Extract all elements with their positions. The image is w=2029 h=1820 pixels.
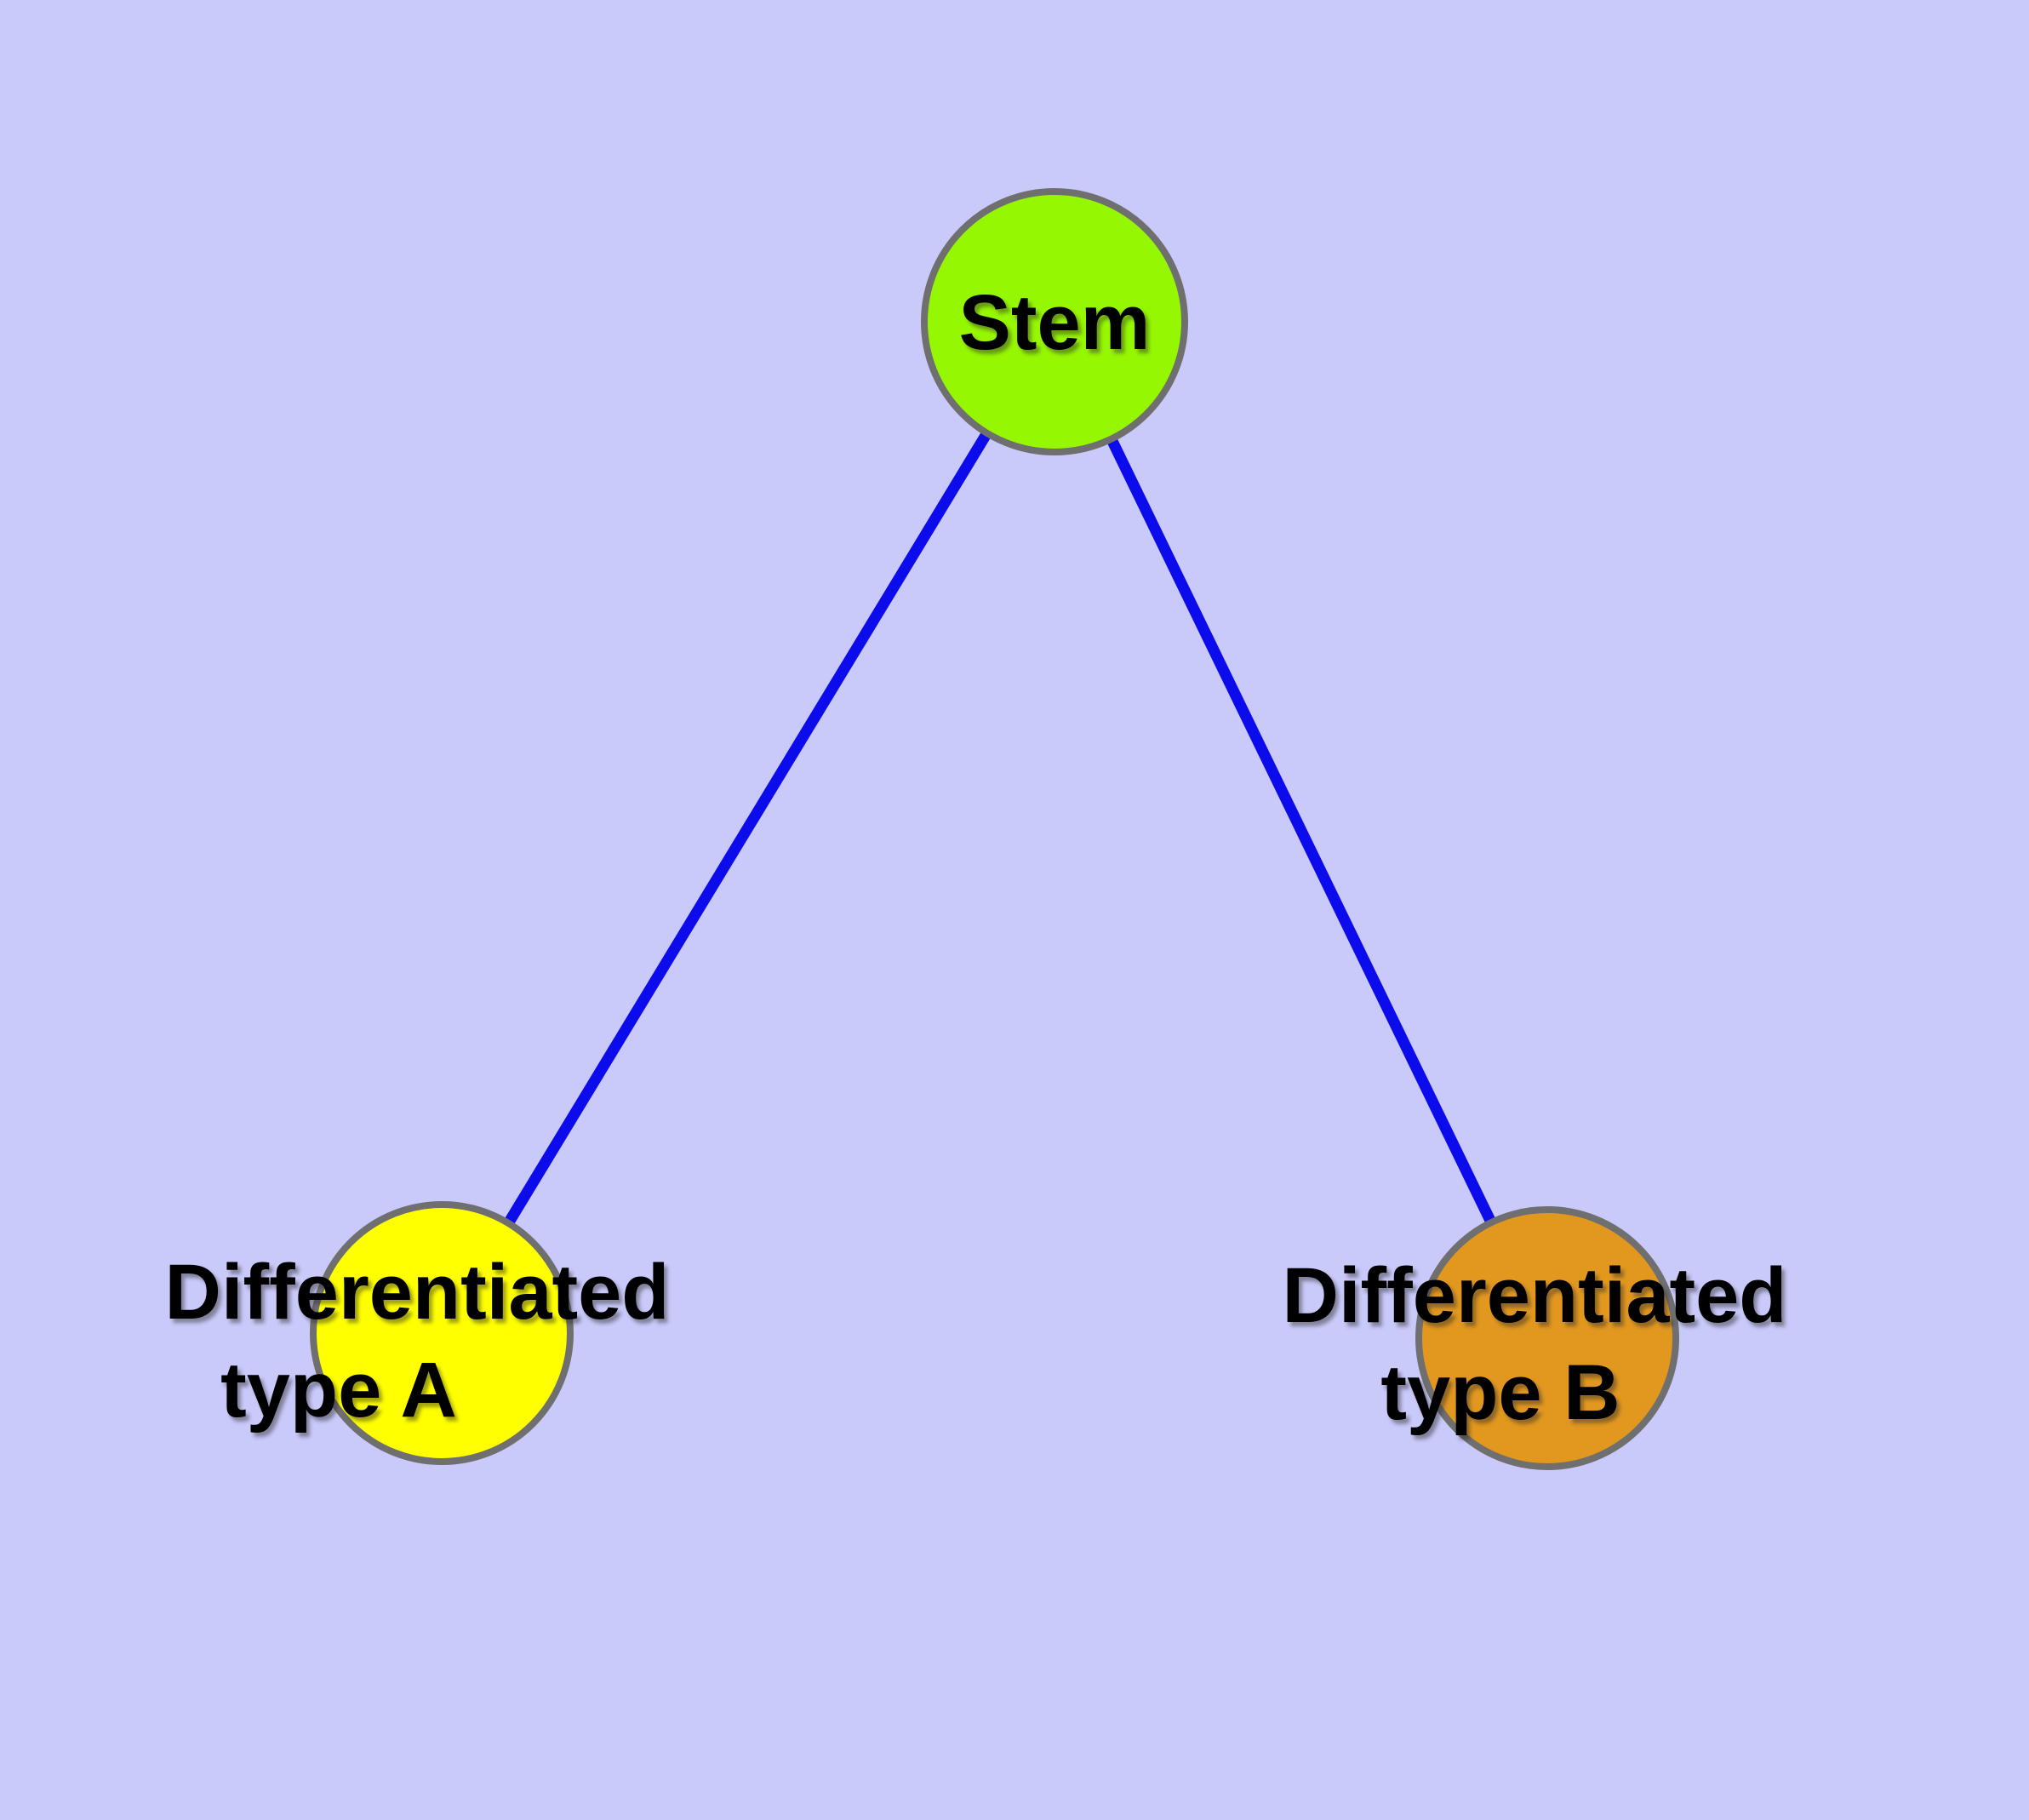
node-type-a-label-line-2: type A <box>220 1347 457 1434</box>
edge-stem-to-type-b <box>1106 436 1496 1225</box>
node-type-a[interactable] <box>310 1201 574 1465</box>
node-type-b-label-line-2: type B <box>1380 1349 1620 1436</box>
node-stem-label-line-1: Stem <box>959 279 1151 366</box>
nodes-layer <box>310 188 1679 1470</box>
edges-layer <box>503 430 1496 1227</box>
node-type-a-label-line-1: Differentiated <box>165 1249 670 1336</box>
node-stem[interactable] <box>921 188 1188 455</box>
node-type-b[interactable] <box>1415 1206 1679 1470</box>
edge-stem-to-type-a <box>503 430 992 1227</box>
node-type-b-label-line-1: Differentiated <box>1283 1252 1787 1339</box>
